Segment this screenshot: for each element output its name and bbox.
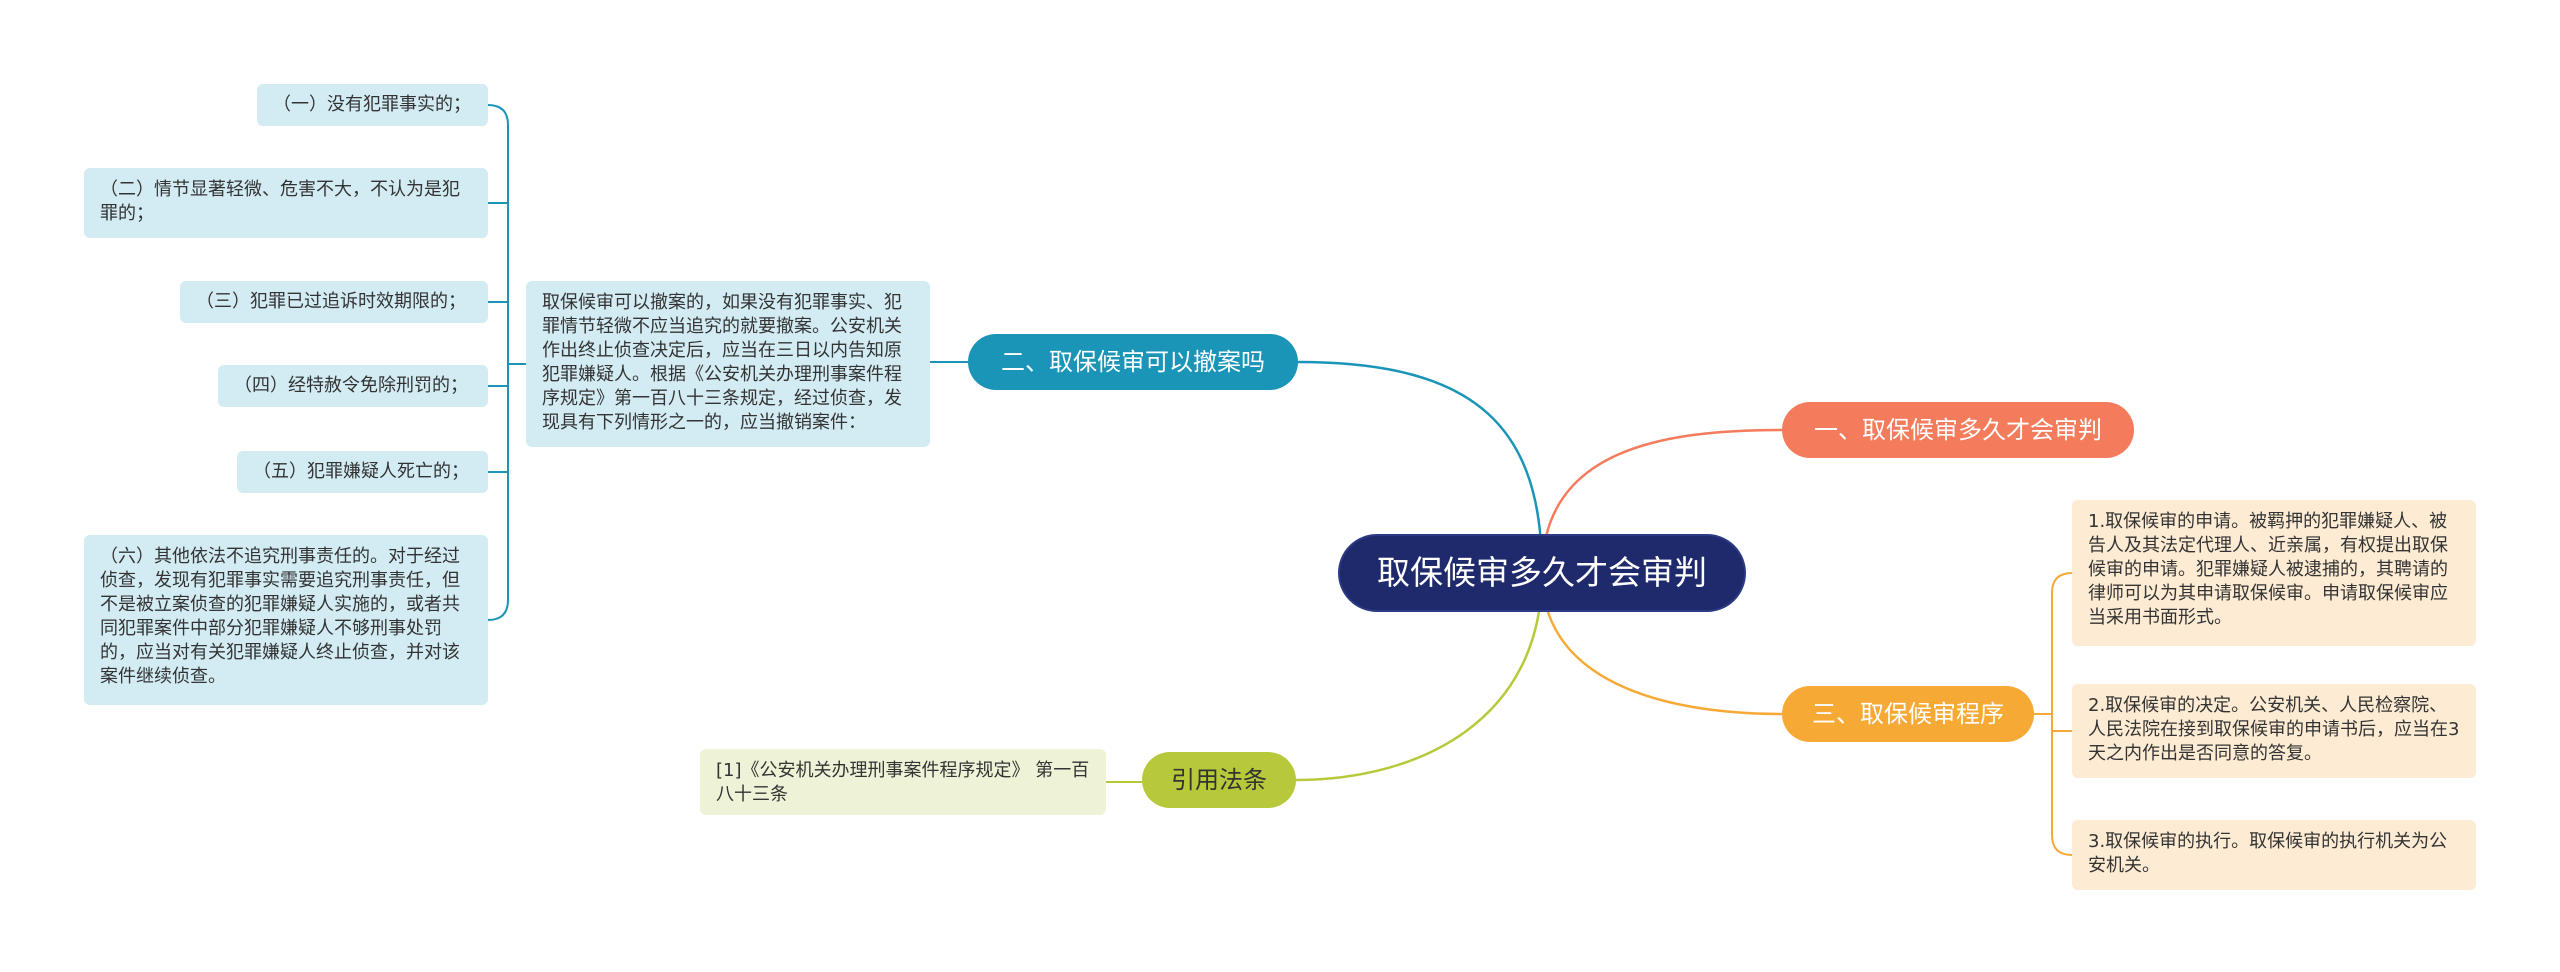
- branch-2-item-2[interactable]: （二）情节显著轻微、危害不大，不认为是犯罪的；: [84, 168, 488, 238]
- link-central-b1: [1540, 428, 1783, 574]
- bracket-b2-items: [487, 104, 509, 621]
- branch-3-item-3[interactable]: 3.取保候审的执行。取保候审的执行机关为公安机关。: [2072, 820, 2476, 890]
- branch-2-item-5[interactable]: （五）犯罪嫌疑人死亡的；: [237, 451, 488, 493]
- branch-2-item-4[interactable]: （四）经特赦令免除刑罚的；: [218, 365, 488, 407]
- link-central-b4: [1295, 572, 1544, 782]
- link-central-b2: [1297, 360, 1544, 574]
- branch-2-description[interactable]: 取保候审可以撤案的，如果没有犯罪事实、犯罪情节轻微不应当追究的就要撤案。公安机关…: [526, 281, 930, 447]
- branch-4-topic[interactable]: 引用法条: [1142, 752, 1296, 808]
- branch-2-item-1[interactable]: （一）没有犯罪事实的；: [257, 84, 488, 126]
- branch-3-item-2[interactable]: 2.取保候审的决定。公安机关、人民检察院、人民法院在接到取保候审的申请书后，应当…: [2072, 684, 2476, 778]
- branch-2-item-6[interactable]: （六）其他依法不追究刑事责任的。对于经过侦查，发现有犯罪事实需要追究刑事责任，但…: [84, 535, 488, 705]
- branch-3-item-1[interactable]: 1.取保候审的申请。被羁押的犯罪嫌疑人、被告人及其法定代理人、近亲属，有权提出取…: [2072, 500, 2476, 646]
- branch-1-topic[interactable]: 一、取保候审多久才会审判: [1782, 402, 2134, 458]
- central-topic[interactable]: 取保候审多久才会审判: [1338, 534, 1746, 612]
- branch-2-topic[interactable]: 二、取保候审可以撤案吗: [968, 334, 1298, 390]
- branch-2-item-3[interactable]: （三）犯罪已过追诉时效期限的；: [180, 281, 488, 323]
- branch-4-item-1[interactable]: [1]《公安机关办理刑事案件程序规定》 第一百八十三条: [700, 749, 1106, 815]
- branch-3-topic[interactable]: 三、取保候审程序: [1782, 686, 2034, 742]
